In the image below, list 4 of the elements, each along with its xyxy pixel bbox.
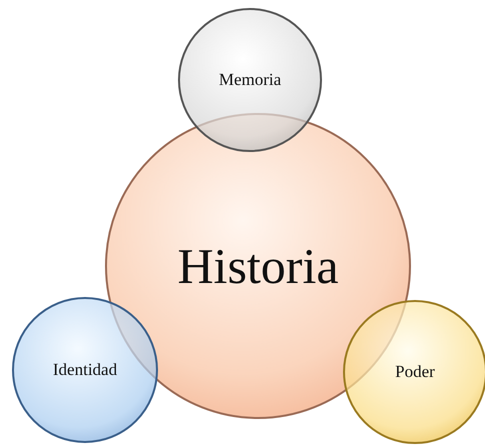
circle-label: Historia — [177, 237, 339, 295]
circle-label: Poder — [395, 362, 435, 382]
circle-label: Identidad — [52, 360, 118, 380]
circle-label: Memoria — [218, 70, 282, 90]
